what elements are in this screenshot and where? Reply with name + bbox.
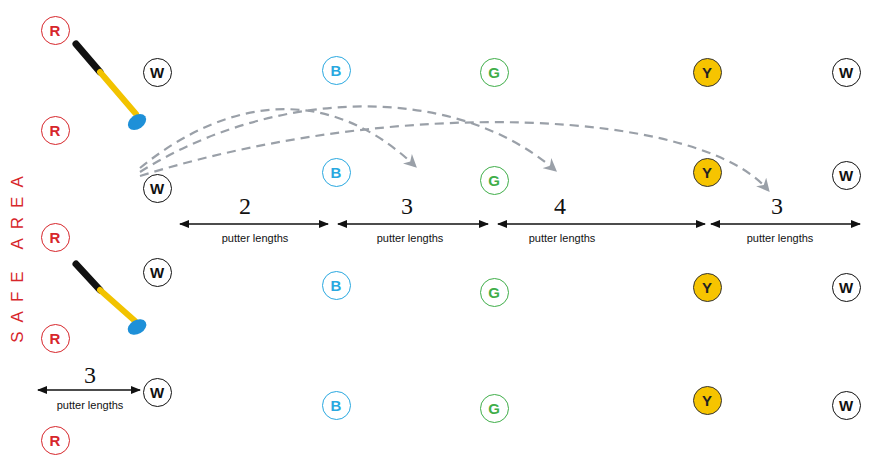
cone-marker: Y [693,58,722,87]
cone-marker: B [322,158,351,187]
putter [76,264,149,338]
dimension-unit: putter lengths [220,232,291,244]
cone-marker: B [322,56,351,85]
marker-letter: R [50,230,61,245]
cone-marker: Y [693,386,722,415]
cone-marker: G [480,394,509,423]
dimension-value: 4 [552,193,568,220]
marker-letter: Y [702,280,712,295]
marker-letter: B [331,165,342,180]
cone-marker: R [41,223,70,252]
marker-letter: W [150,65,164,80]
marker-letter: Y [702,165,712,180]
ball-path [140,106,768,190]
dimension-unit: putter lengths [745,232,816,244]
cone-marker: R [41,324,70,353]
dimension-unit: putter lengths [527,232,598,244]
marker-letter: R [50,123,61,138]
cone-marker: B [322,391,351,420]
marker-letter: R [50,331,61,346]
dimension-value: 3 [769,193,785,220]
marker-letter: G [488,285,500,300]
dimension-line [38,224,860,390]
dimension-unit: putter lengths [375,232,446,244]
marker-letter: G [488,65,500,80]
cone-marker: W [832,58,861,87]
marker-letter: G [488,401,500,416]
marker-letter: Y [702,393,712,408]
marker-letter: W [839,280,853,295]
cone-marker: Y [693,158,722,187]
marker-letter: W [839,168,853,183]
marker-letter: B [331,398,342,413]
putter [76,44,149,133]
marker-letter: W [839,398,853,413]
marker-letter: W [150,181,164,196]
cone-marker: G [480,166,509,195]
cone-marker: G [480,58,509,87]
dimension-value: 3 [399,193,415,220]
marker-letter: B [331,63,342,78]
dimension-value: 2 [237,193,253,220]
cone-marker: W [143,58,172,87]
marker-letter: Y [702,65,712,80]
cone-marker: W [143,258,172,287]
cone-marker: R [41,426,70,455]
cone-marker: W [832,391,861,420]
dimension-value: 3 [82,362,98,389]
marker-letter: W [839,65,853,80]
dimension-unit: putter lengths [55,399,126,411]
cone-marker: R [41,16,70,45]
cone-marker: W [832,273,861,302]
safe-area-label: SAFE AREA [8,165,28,344]
cone-marker: W [832,161,861,190]
cone-marker: Y [693,273,722,302]
marker-letter: W [150,385,164,400]
cone-marker: W [143,378,172,407]
cone-marker: W [143,174,172,203]
marker-letter: R [50,433,61,448]
cone-marker: B [322,271,351,300]
cone-marker: R [41,116,70,145]
marker-letter: W [150,265,164,280]
marker-letter: B [331,278,342,293]
marker-letter: G [488,173,500,188]
marker-letter: R [50,23,61,38]
cone-marker: G [480,278,509,307]
